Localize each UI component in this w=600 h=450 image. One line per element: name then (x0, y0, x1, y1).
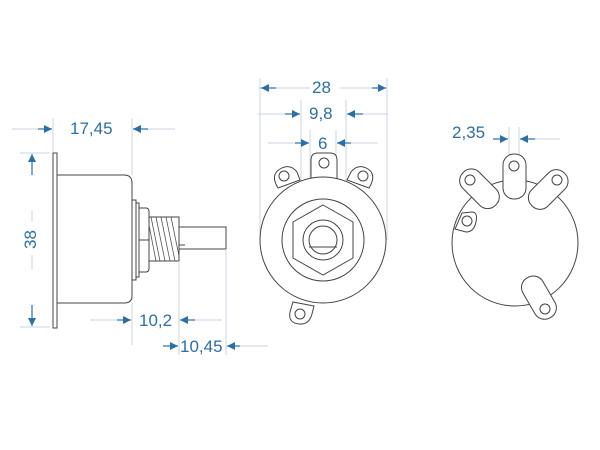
dim-bushing-length: 10,2 (139, 311, 173, 330)
dim-nut-width: 9,8 (309, 104, 333, 123)
side-view (52, 152, 227, 329)
dim-overall-diameter: 28 (312, 78, 331, 97)
dim-body-depth: 17,45 (70, 119, 113, 138)
side-view-dimension-arrows (28, 125, 240, 350)
side-view-guides (12, 118, 268, 355)
front-view (259, 152, 387, 325)
dim-terminal-width: 2,35 (452, 123, 486, 142)
dim-shaft-length: 10,45 (180, 337, 223, 356)
rear-view (451, 153, 579, 320)
front-view-dimension-arrows (261, 84, 386, 147)
dim-shaft-diameter: 6 (318, 134, 328, 153)
dim-body-height: 38 (20, 230, 40, 249)
rear-view-guides (508, 127, 560, 155)
